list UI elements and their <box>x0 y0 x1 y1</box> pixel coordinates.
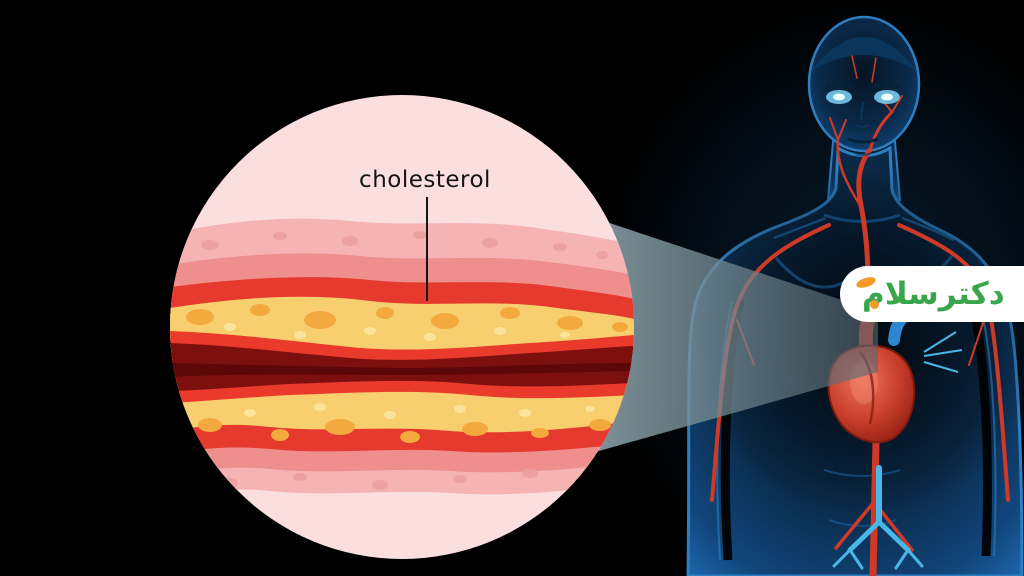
logo-accent-dot <box>870 300 879 309</box>
logo-badge: دکترسلام <box>840 266 1024 322</box>
cholesterol-label: cholesterol <box>359 167 491 193</box>
artery-illustration <box>170 218 634 497</box>
plaque-spots <box>186 304 628 443</box>
lumen-core-streak <box>170 363 634 377</box>
magnifier-circle: cholesterol <box>170 95 634 559</box>
narrowed-lumen <box>170 343 634 391</box>
label-pointer-line <box>426 197 428 301</box>
lower-vein-tree <box>832 465 924 570</box>
plaque-highlights <box>224 323 595 419</box>
logo-text: دکترسلام <box>862 275 1005 312</box>
face-features <box>825 83 901 156</box>
